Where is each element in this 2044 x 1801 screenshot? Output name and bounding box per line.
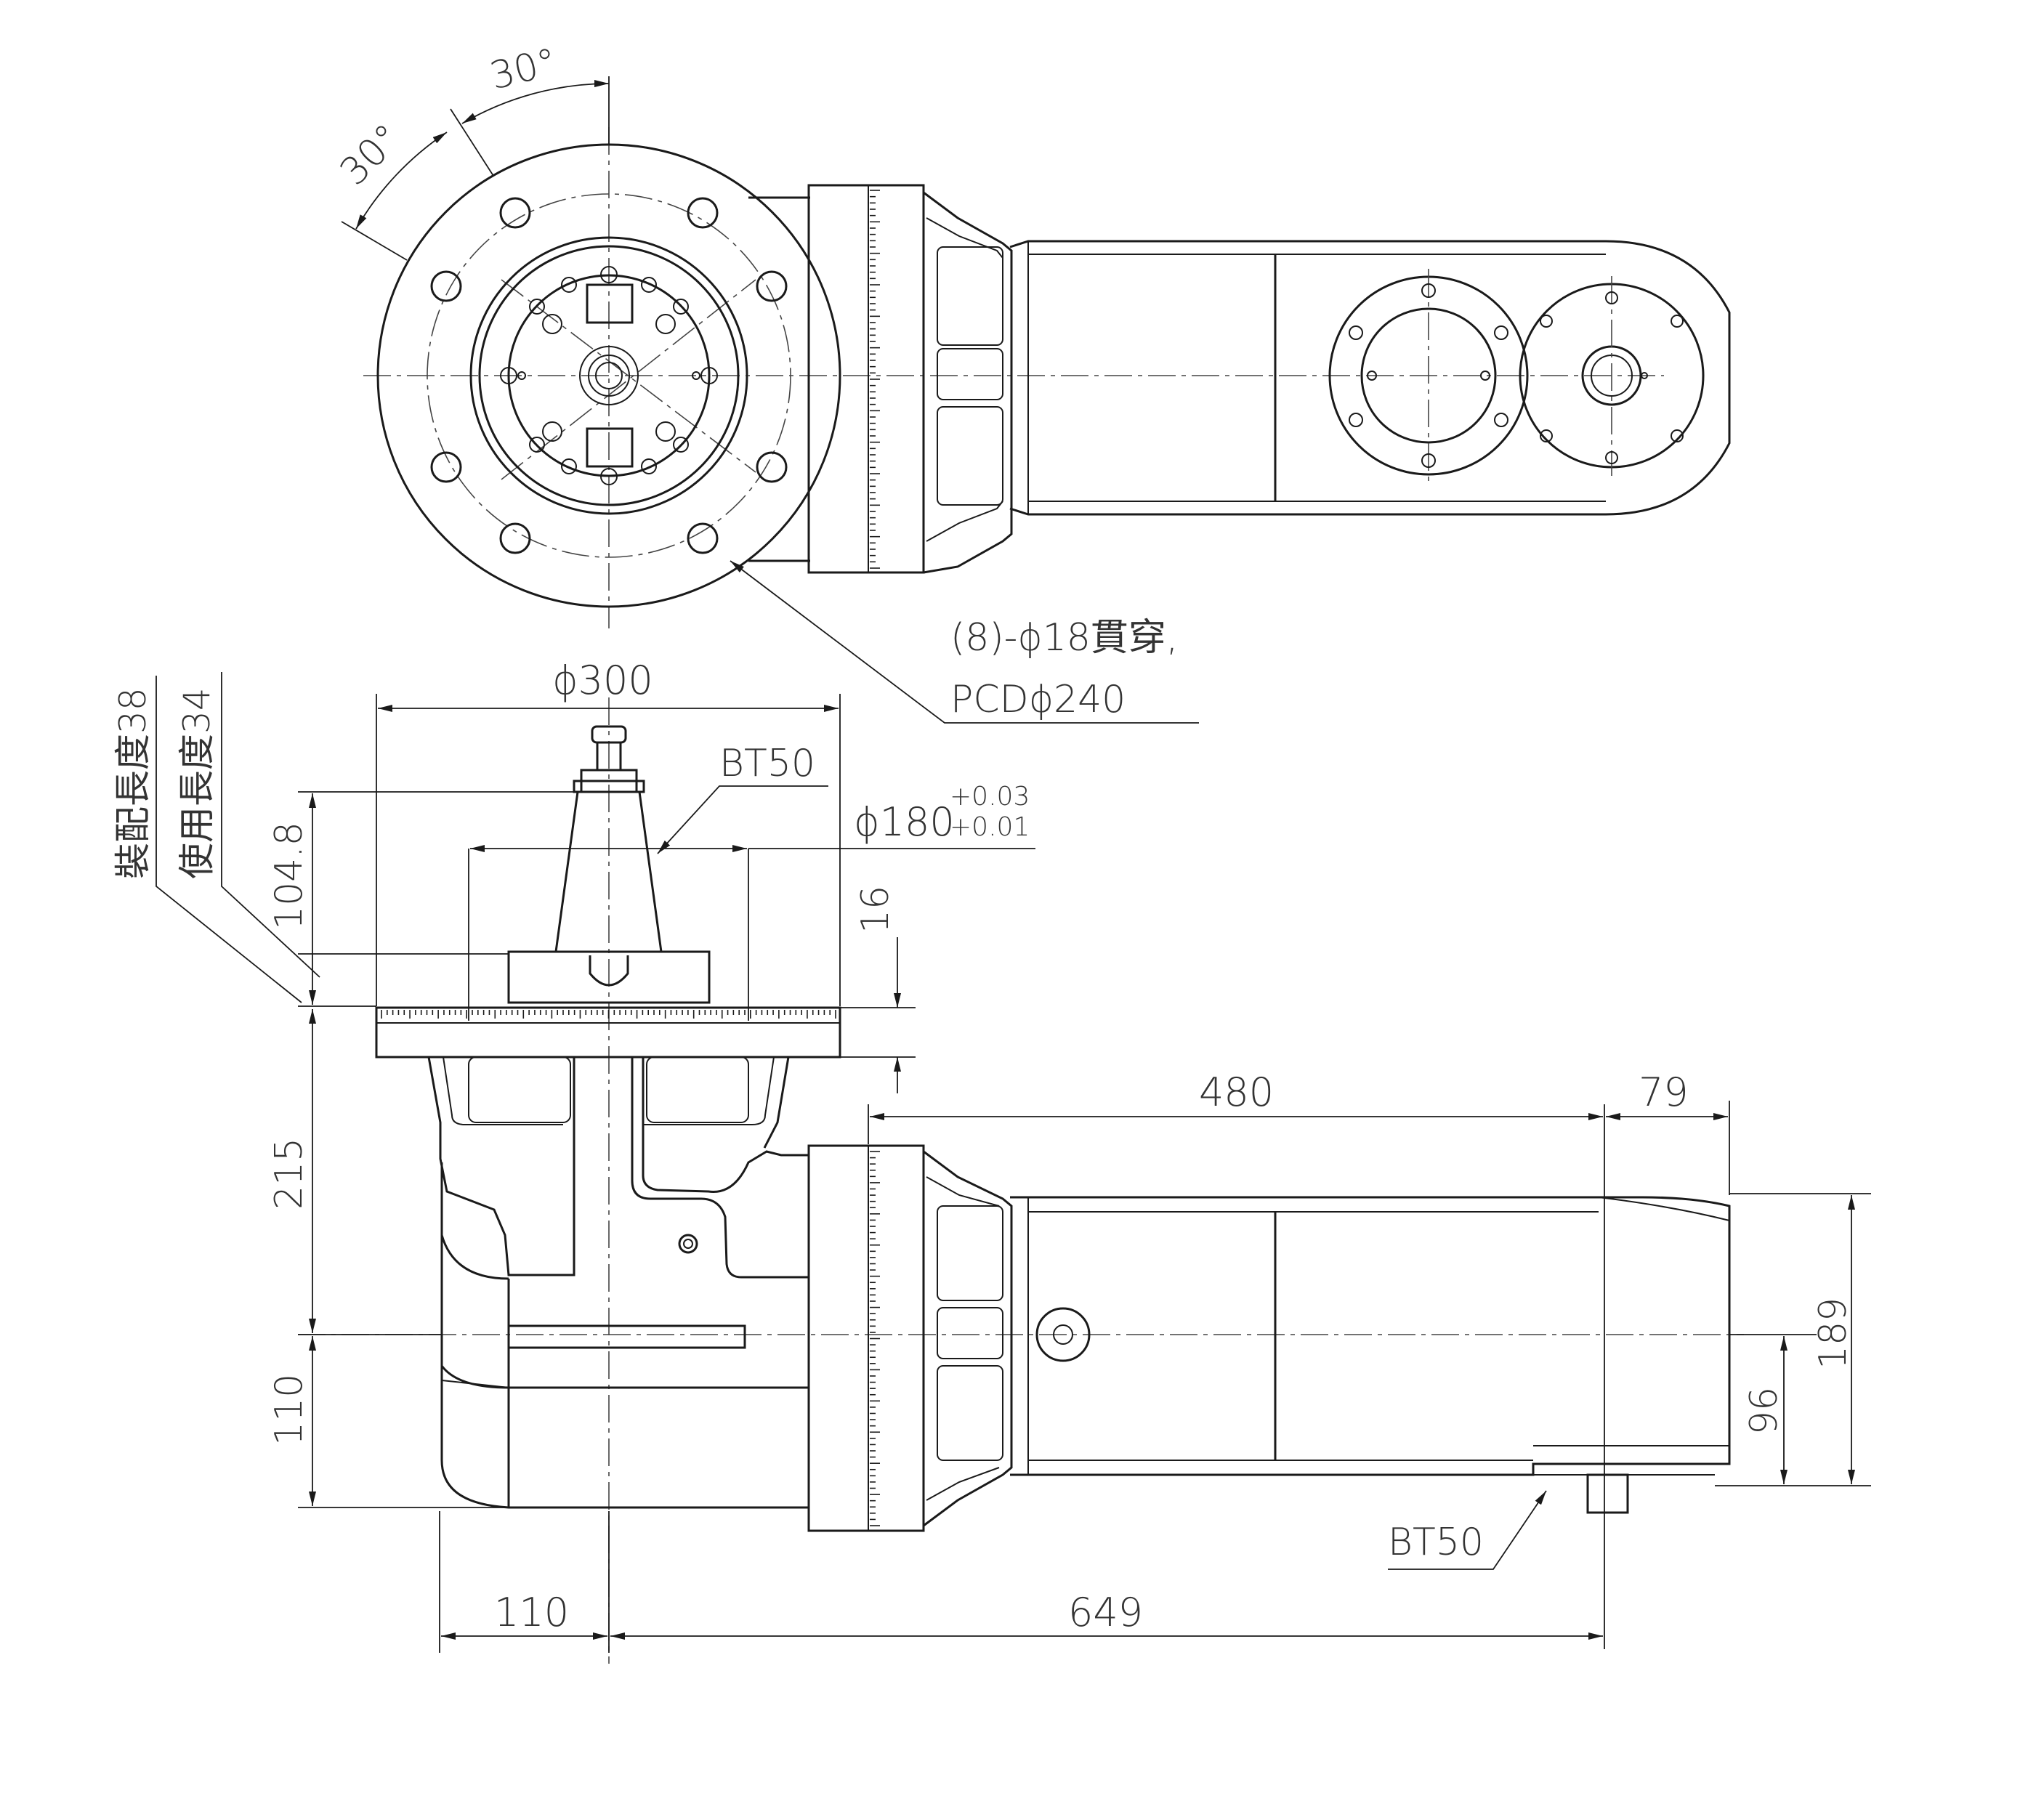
- inner-holes: [500, 266, 718, 485]
- tool-holder: [507, 725, 711, 1004]
- side-scale: [870, 1151, 880, 1526]
- flange-bolt-holes: [430, 197, 788, 554]
- dim-110-horizontal: 110: [494, 1590, 569, 1635]
- dim-dia-180: ϕ180: [854, 799, 955, 845]
- top-view: 30° 30° (8)-ϕ18貫穿, PCDϕ240: [332, 40, 1731, 724]
- usage-length-label: 使用長度34: [176, 687, 218, 879]
- front-scale: [381, 1010, 836, 1019]
- dim-110-vertical: 110: [267, 1374, 311, 1446]
- tol-upper: +0.03: [950, 782, 1030, 812]
- holes-note-line2: PCDϕ240: [950, 678, 1126, 721]
- top-scale: [870, 190, 880, 569]
- dim-480: 480: [1199, 1069, 1274, 1115]
- bt50-bottom-label: BT50: [1388, 1521, 1484, 1564]
- dim-79: 79: [1639, 1069, 1689, 1115]
- dim-96: 96: [1742, 1387, 1786, 1435]
- tol-lower: +0.01: [950, 812, 1030, 842]
- bt50-top-label: BT50: [719, 742, 815, 785]
- dim-189: 189: [1811, 1298, 1855, 1369]
- dim-dia-300: ϕ300: [552, 657, 653, 703]
- dim-104-8: 104.8: [267, 822, 311, 930]
- front-view: ϕ300 BT50 ϕ180 +0.03 +0.01 裝配長度38 使用長度34…: [112, 657, 1871, 1664]
- holes-note-line1: (8)-ϕ18貫穿,: [950, 616, 1178, 660]
- dim-215: 215: [267, 1138, 311, 1210]
- assembly-length-label: 裝配長度38: [112, 687, 154, 879]
- angle-label-b: 30°: [332, 116, 411, 195]
- arm-holes: [1349, 283, 1684, 468]
- dim-649: 649: [1068, 1590, 1143, 1635]
- dim-16: 16: [854, 886, 897, 934]
